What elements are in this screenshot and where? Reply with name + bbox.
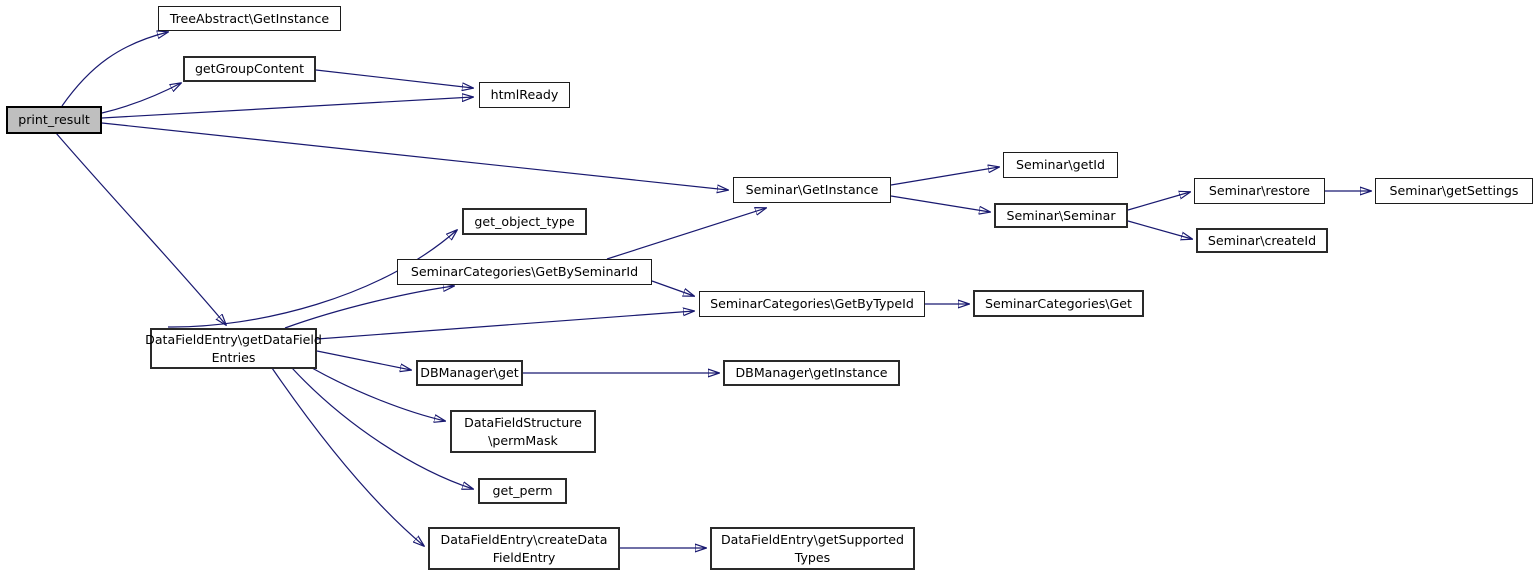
edge-print-result-to-getgroupcontent <box>101 83 181 114</box>
edge-seminar-seminar-to-seminar-createid <box>1127 220 1192 239</box>
node-seminar-seminar[interactable]: Seminar\Seminar <box>994 203 1128 228</box>
edge-getdatafieldentries-to-createdatafieldentry <box>271 367 424 546</box>
edge-seminar-seminar-to-seminar-restore <box>1127 192 1190 211</box>
edge-getdatafieldentries-to-get-object-type <box>167 230 457 328</box>
edge-seminar-getinstance-to-seminar-getid <box>890 167 999 186</box>
edge-getbyseminarid-to-getbytypeid <box>651 280 694 296</box>
node-htmlready[interactable]: htmlReady <box>479 82 570 108</box>
node-seminar-getinstance[interactable]: Seminar\GetInstance <box>733 177 891 203</box>
edge-getdatafieldentries-to-dbmanager-get <box>316 350 411 370</box>
node-seminar-createid[interactable]: Seminar\createId <box>1196 228 1328 253</box>
node-datafieldstructure-permmask[interactable]: DataFieldStructure \permMask <box>450 410 596 453</box>
edge-getbyseminarid-to-seminar-getinstance <box>606 208 766 260</box>
node-getgroupcontent[interactable]: getGroupContent <box>183 56 316 82</box>
node-seminar-restore[interactable]: Seminar\restore <box>1194 178 1325 204</box>
node-seminarcategories-getbyseminarid[interactable]: SeminarCategories\GetBySeminarId <box>397 259 652 285</box>
node-seminarcategories-getbytypeid[interactable]: SeminarCategories\GetByTypeId <box>699 291 925 317</box>
node-datafieldentry-createdatafieldentry[interactable]: DataFieldEntry\createData FieldEntry <box>428 527 620 570</box>
node-seminarcategories-get[interactable]: SeminarCategories\Get <box>973 290 1144 317</box>
edge-getdatafieldentries-to-permmask <box>311 367 445 421</box>
edge-getdatafieldentries-to-getbytypeid <box>316 311 694 340</box>
edge-print-result-to-htmlready <box>101 97 473 119</box>
edge-seminar-getinstance-to-seminar-seminar <box>890 195 990 212</box>
node-seminar-getsettings[interactable]: Seminar\getSettings <box>1375 178 1533 204</box>
node-get-perm[interactable]: get_perm <box>478 478 567 504</box>
node-seminar-getid[interactable]: Seminar\getId <box>1003 152 1118 178</box>
node-dbmanager-get[interactable]: DBManager\get <box>416 360 523 386</box>
node-datafieldentry-getsupportedtypes[interactable]: DataFieldEntry\getSupported Types <box>710 527 915 570</box>
node-dbmanager-getinstance[interactable]: DBManager\getInstance <box>723 360 900 386</box>
node-datafieldentry-getdatafieldentries[interactable]: DataFieldEntry\getDataField Entries <box>145 328 322 369</box>
edge-print-result-to-treeabstract-getinstance <box>61 32 168 107</box>
node-get-object-type[interactable]: get_object_type <box>462 208 587 235</box>
edge-getdatafieldentries-to-getbyseminarid <box>284 286 454 329</box>
edge-getgroupcontent-to-htmlready <box>315 69 473 88</box>
node-treeabstract-getinstance[interactable]: TreeAbstract\GetInstance <box>158 6 341 31</box>
edge-getdatafieldentries-to-get-perm <box>291 367 473 489</box>
edge-print-result-to-datafieldentry-getdatafieldentries <box>55 132 226 325</box>
node-print-result[interactable]: print_result <box>6 106 102 134</box>
edge-print-result-to-seminar-getinstance <box>101 122 728 190</box>
